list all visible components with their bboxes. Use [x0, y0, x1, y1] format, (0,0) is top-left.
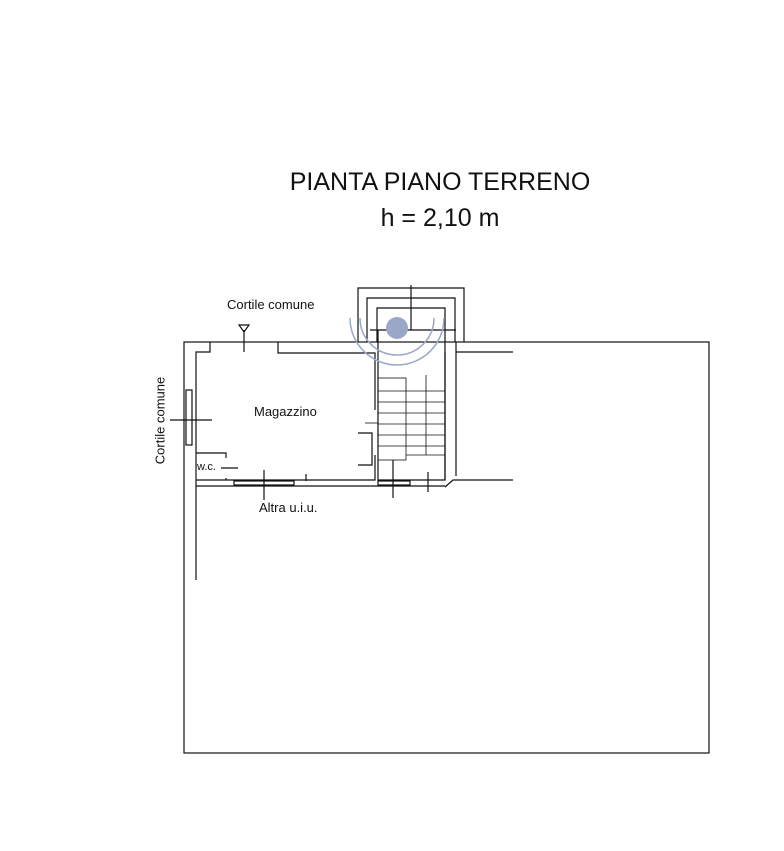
label-cortile-top: Cortile comune — [227, 297, 315, 312]
label-magazzino: Magazzino — [254, 404, 317, 419]
label-wc: w.c. — [197, 461, 216, 473]
wall — [277, 342, 376, 410]
outer-boundary — [183, 341, 710, 754]
wc-wall — [196, 452, 227, 458]
stairs — [365, 375, 445, 461]
plan-title: PIANTA PIANO TERRENO — [289, 168, 591, 196]
label-altra-uiu: Altra u.i.u. — [259, 500, 318, 515]
level-marker-icon — [237, 324, 251, 334]
wall — [455, 342, 513, 353]
wall — [196, 455, 376, 481]
ceiling-height: h = 2,10 m — [380, 204, 500, 232]
label-cortile-left: Cortile comune — [152, 376, 168, 465]
watermark-logo — [349, 317, 445, 366]
window-left — [185, 389, 193, 446]
wall — [195, 342, 211, 580]
wall — [444, 479, 513, 488]
wall — [358, 432, 373, 466]
door-stair — [377, 480, 411, 486]
